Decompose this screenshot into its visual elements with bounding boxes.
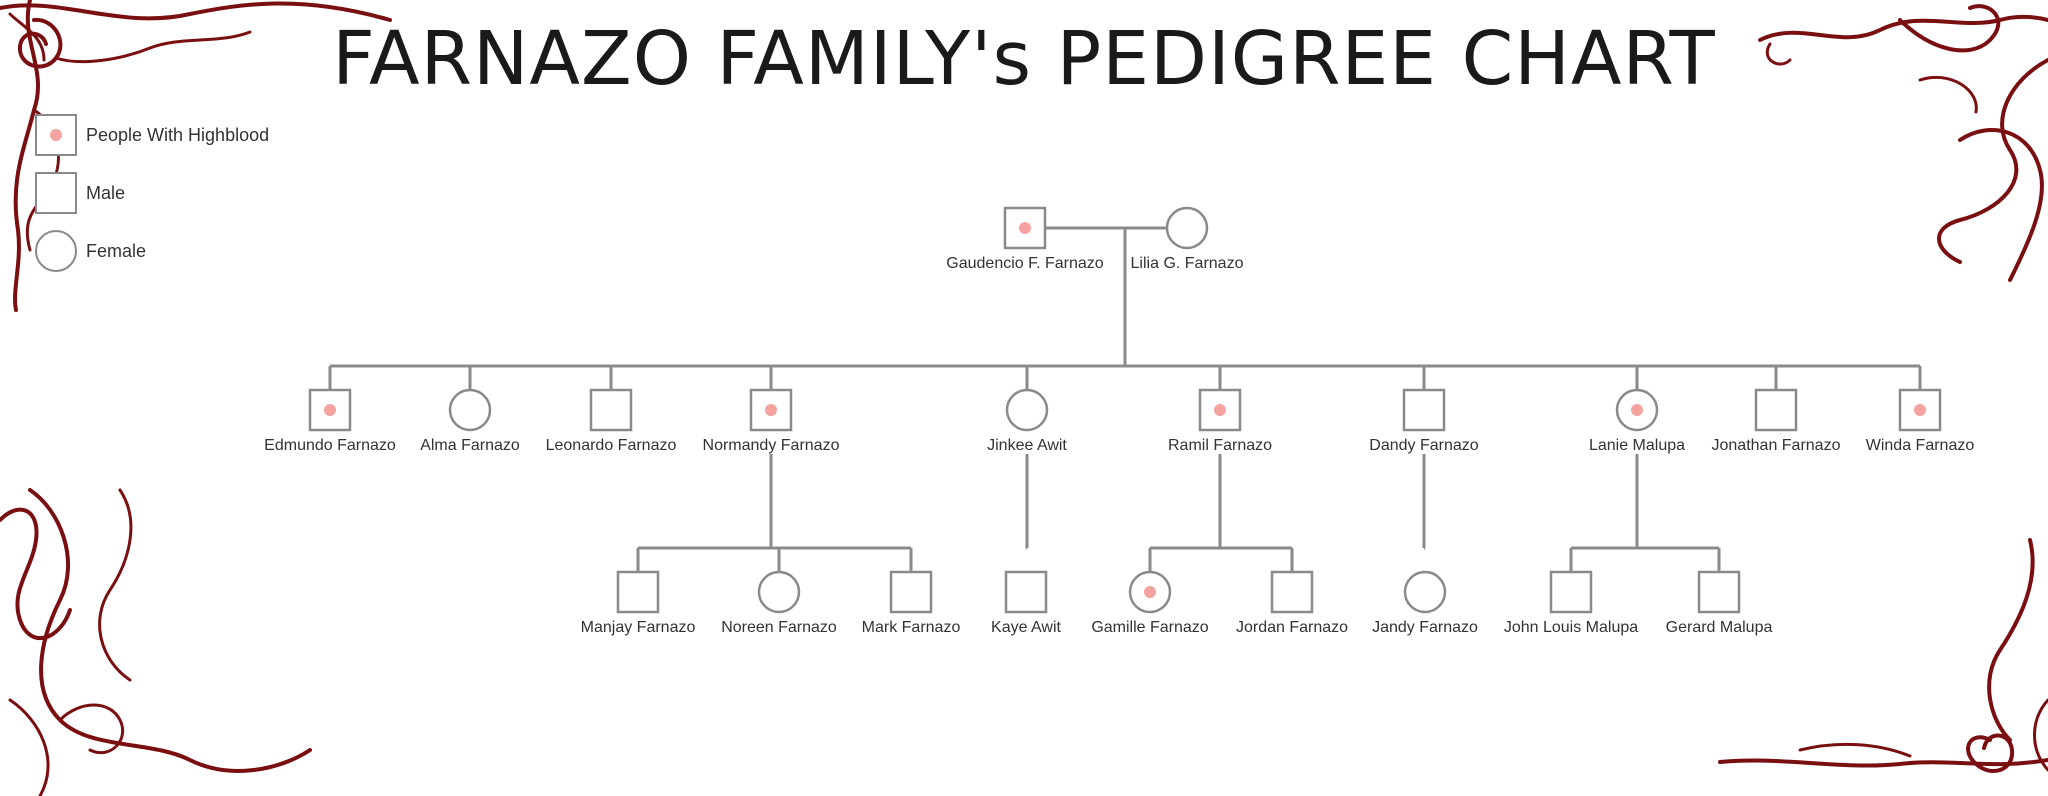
male-johnlouis-symbol xyxy=(1549,570,1593,614)
highblood-marker-gamille xyxy=(1144,586,1156,598)
name-label-ramil: Ramil Farnazo xyxy=(1168,437,1272,454)
legend-label-affected: People With Highblood xyxy=(86,124,270,145)
name-label-normandy: Normandy Farnazo xyxy=(703,437,840,454)
name-label-kaye: Kaye Awit xyxy=(991,619,1062,636)
legend: People With Highblood Male Female xyxy=(34,106,269,280)
name-label-gaudencio: Gaudencio F. Farnazo xyxy=(946,255,1104,272)
highblood-marker-ramil xyxy=(1214,404,1226,416)
female-circle-icon xyxy=(35,230,77,272)
corner-ornament-top-right xyxy=(1758,4,2048,282)
legend-item-male: Male xyxy=(34,164,269,222)
male-jordan-symbol xyxy=(1270,570,1314,614)
name-label-lanie: Lanie Malupa xyxy=(1589,437,1685,454)
male-square-icon xyxy=(35,172,77,214)
highblood-marker-edmundo xyxy=(324,404,336,416)
male-gerard-symbol xyxy=(1697,570,1741,614)
name-label-gerard: Gerard Malupa xyxy=(1666,619,1773,636)
corner-ornament-bottom-right xyxy=(1718,538,2048,774)
highblood-marker-gaudencio xyxy=(1019,222,1031,234)
male-jonathan-symbol xyxy=(1754,388,1798,432)
name-label-manjay: Manjay Farnazo xyxy=(581,619,696,636)
male-dandy-symbol xyxy=(1402,388,1446,432)
female-jandy-symbol xyxy=(1403,570,1447,614)
legend-item-affected: People With Highblood xyxy=(34,106,269,164)
male-leonardo-symbol xyxy=(589,388,633,432)
affected-symbol-icon xyxy=(35,114,77,156)
male-kaye-symbol xyxy=(1004,570,1048,614)
name-label-leonardo: Leonardo Farnazo xyxy=(546,437,677,454)
female-jinkee-symbol xyxy=(1005,388,1049,432)
name-label-mark: Mark Farnazo xyxy=(862,619,961,636)
legend-label-female: Female xyxy=(86,240,147,261)
male-manjay-symbol xyxy=(616,570,660,614)
name-label-jordan: Jordan Farnazo xyxy=(1236,619,1348,636)
female-lilia-symbol xyxy=(1165,206,1209,250)
legend-item-female: Female xyxy=(34,222,269,280)
highblood-marker-lanie xyxy=(1631,404,1643,416)
name-label-gamille: Gamille Farnazo xyxy=(1091,619,1208,636)
female-noreen-symbol xyxy=(757,570,801,614)
name-label-alma: Alma Farnazo xyxy=(420,437,520,454)
name-label-edmundo: Edmundo Farnazo xyxy=(264,437,396,454)
corner-ornament-bottom-left xyxy=(0,488,312,796)
name-label-noreen: Noreen Farnazo xyxy=(721,619,837,636)
male-ramil-symbol xyxy=(1198,388,1242,432)
highblood-marker-normandy xyxy=(765,404,777,416)
male-mark-symbol xyxy=(889,570,933,614)
name-label-jandy: Jandy Farnazo xyxy=(1372,619,1478,636)
name-label-lilia: Lilia G. Farnazo xyxy=(1131,255,1244,272)
legend-label-male: Male xyxy=(86,182,126,203)
name-label-johnlouis: John Louis Malupa xyxy=(1504,619,1638,636)
name-label-jinkee: Jinkee Awit xyxy=(987,437,1067,454)
highblood-marker-winda xyxy=(1914,404,1926,416)
name-label-dandy: Dandy Farnazo xyxy=(1369,437,1478,454)
chart-title: FARNAZO FAMILY's PEDIGREE CHART xyxy=(332,16,1716,102)
name-label-winda: Winda Farnazo xyxy=(1866,437,1975,454)
female-alma-symbol xyxy=(448,388,492,432)
name-label-jonathan: Jonathan Farnazo xyxy=(1712,437,1841,454)
